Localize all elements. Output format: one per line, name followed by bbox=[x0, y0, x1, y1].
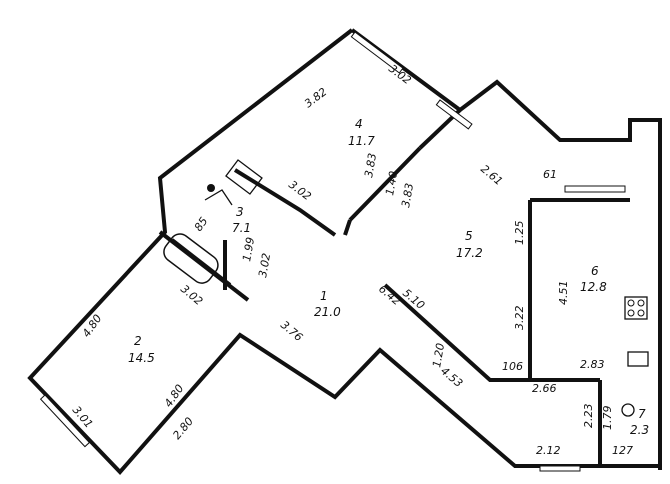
room-6-area: 12.8 bbox=[580, 280, 607, 294]
window-bedroom-4-2 bbox=[435, 99, 473, 130]
stove-icon bbox=[624, 296, 648, 320]
room-7-number: 7 bbox=[638, 407, 646, 421]
room-4-number: 4 bbox=[355, 117, 363, 131]
room-1-area: 21.0 bbox=[314, 305, 341, 319]
dim-label: 106 bbox=[502, 360, 523, 373]
room-7-area: 2.3 bbox=[630, 423, 649, 437]
dim-label: 2.83 bbox=[580, 358, 605, 371]
room-2-number: 2 bbox=[134, 334, 142, 348]
window-kitchen bbox=[564, 185, 626, 193]
toilet-icon bbox=[621, 403, 635, 417]
dim-label: 3.02 bbox=[256, 252, 273, 278]
room-2-area: 14.5 bbox=[128, 351, 155, 365]
outer-walls bbox=[27, 28, 662, 475]
dim-label: 5.10 bbox=[400, 286, 427, 312]
dim-label: 1.40 bbox=[383, 170, 400, 196]
dim-label: 4.51 bbox=[557, 281, 570, 306]
interior-walls bbox=[158, 108, 630, 466]
room-labels: 1 21.0 2 14.5 3 7.1 4 11.7 5 17.2 6 12.8… bbox=[128, 117, 649, 437]
dim-label: 2.61 bbox=[478, 162, 505, 188]
dim-label: 3.02 bbox=[178, 282, 205, 308]
dim-label: 2.80 bbox=[170, 415, 196, 442]
dim-label: 6.42 bbox=[376, 282, 403, 308]
dim-label: 4.80 bbox=[80, 312, 105, 340]
room-1-number: 1 bbox=[320, 289, 328, 303]
dim-label: 3.02 bbox=[286, 178, 313, 203]
dim-label: 3.76 bbox=[278, 318, 305, 344]
dim-label: 127 bbox=[612, 444, 633, 457]
window-bedroom-2 bbox=[39, 394, 91, 448]
window-corridor bbox=[539, 465, 581, 472]
dim-label: 3.83 bbox=[362, 152, 379, 178]
dim-label: 3.02 bbox=[386, 62, 413, 87]
dimension-labels: 3.82 3.02 3.83 1.40 3.83 2.61 61 3.02 85… bbox=[70, 62, 633, 457]
dim-label: 61 bbox=[543, 168, 557, 181]
washing-machine-icon bbox=[225, 159, 263, 195]
dim-label: 2.66 bbox=[532, 382, 557, 395]
room-5-number: 5 bbox=[465, 229, 473, 243]
room-3-area: 7.1 bbox=[232, 221, 251, 235]
dim-label: 3.83 bbox=[399, 182, 416, 208]
radiator-icon bbox=[207, 184, 215, 192]
dim-label: 1.20 bbox=[430, 342, 447, 368]
fixtures bbox=[163, 159, 649, 417]
room-3-number: 3 bbox=[236, 205, 244, 219]
dim-label: 1.99 bbox=[240, 236, 257, 262]
dim-label: 4.80 bbox=[162, 382, 187, 410]
dim-label: 1.79 bbox=[601, 406, 614, 431]
dim-label: 2.12 bbox=[536, 444, 561, 457]
dim-label: 2.23 bbox=[582, 404, 595, 429]
dim-label: 4.53 bbox=[438, 364, 465, 390]
kitchen-sink-icon bbox=[627, 351, 649, 367]
dim-label: 85 bbox=[192, 215, 211, 234]
dim-label: 1.25 bbox=[513, 221, 526, 246]
bathtub-icon bbox=[163, 233, 219, 284]
room-5-area: 17.2 bbox=[456, 246, 483, 260]
dim-label: 3.22 bbox=[513, 306, 526, 331]
room-6-number: 6 bbox=[591, 264, 599, 278]
room-4-area: 11.7 bbox=[348, 134, 375, 148]
dim-label: 3.82 bbox=[302, 85, 329, 110]
windows bbox=[39, 31, 626, 472]
window-bedroom-4 bbox=[350, 31, 404, 74]
